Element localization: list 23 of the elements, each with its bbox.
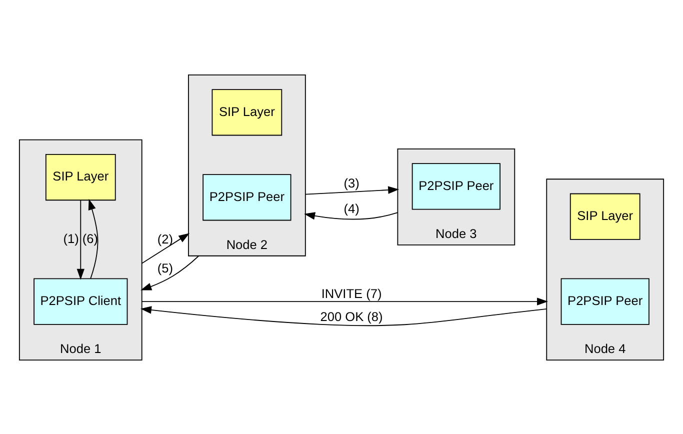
edge-label: (2) xyxy=(157,230,173,246)
node-box: P2PSIP Peer xyxy=(202,174,292,220)
edge-label: (6) xyxy=(82,230,98,246)
node-box: SIP Layer xyxy=(212,88,282,136)
node-box: P2PSIP Client xyxy=(34,278,128,324)
edge-label: 200 OK (8) xyxy=(320,308,383,324)
node-box: SIP Layer xyxy=(570,192,640,240)
arrow xyxy=(141,232,190,264)
node-box: P2PSIP Peer xyxy=(560,278,650,324)
node-box: P2PSIP Peer xyxy=(412,162,500,210)
edge-label: (5) xyxy=(157,260,173,276)
edge-label: (1) xyxy=(63,230,79,246)
edge-label: (3) xyxy=(344,175,360,190)
arrow xyxy=(141,297,548,305)
arrow xyxy=(140,254,200,290)
arrow xyxy=(88,198,98,278)
arrow xyxy=(76,199,84,280)
edge-label: (4) xyxy=(344,200,360,216)
node-box: SIP Layer xyxy=(45,154,116,200)
arrow xyxy=(140,306,548,326)
edge-label: INVITE (7) xyxy=(321,286,382,301)
arrow xyxy=(304,212,398,220)
arrow xyxy=(304,186,400,194)
